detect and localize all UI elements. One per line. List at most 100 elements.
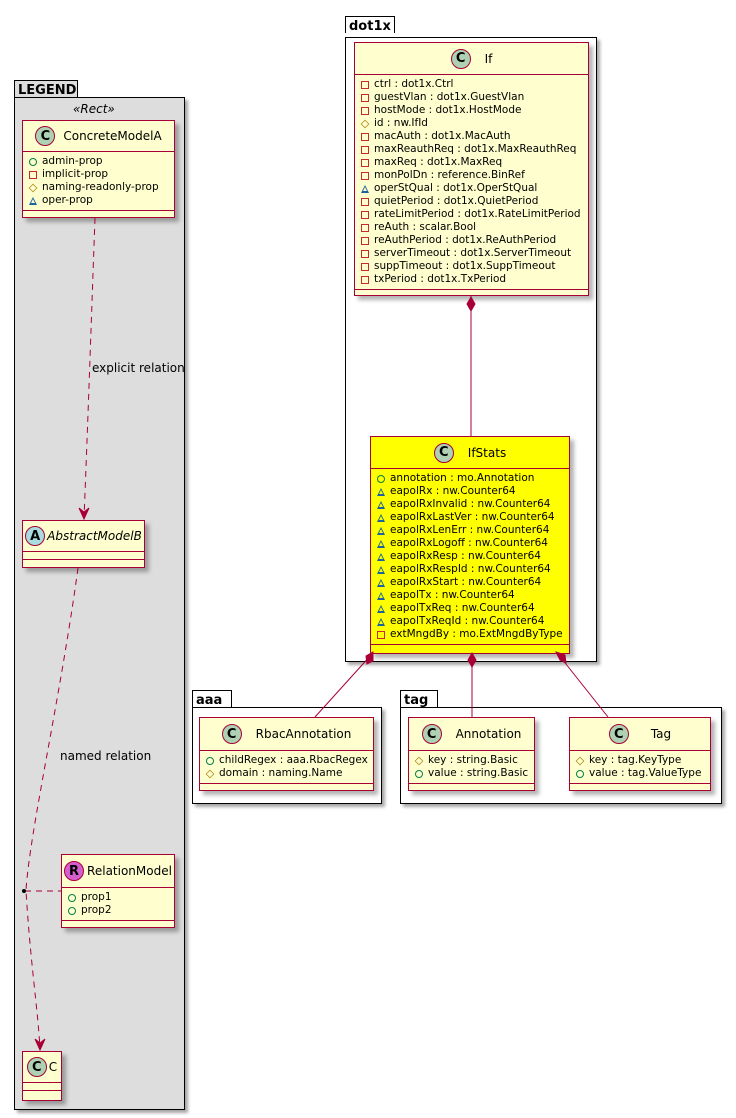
tag-package-tab: tag [400, 690, 438, 708]
attribute-list [23, 1083, 61, 1091]
attribute-text: value : tag.ValueType [589, 767, 702, 779]
class-c-icon: C [608, 724, 629, 744]
private-visibility-icon [361, 236, 369, 245]
attribute-row: reAuthPeriod : dot1x.ReAuthPeriod [361, 234, 582, 247]
private-visibility-icon [377, 630, 385, 639]
attribute-text: extMngdBy : mo.ExtMngdByType [390, 628, 563, 640]
class-header: R RelationModel [62, 855, 174, 888]
private-visibility-icon [361, 93, 369, 102]
private-visibility-icon [361, 262, 369, 271]
package-visibility-icon [377, 539, 385, 548]
package-visibility-icon [377, 578, 385, 587]
class-c-icon: C [26, 1057, 47, 1077]
attribute-row: eapolRxLogoff : nw.Counter64 [377, 537, 563, 550]
class-c[interactable]: C C [22, 1051, 62, 1101]
attribute-row: prop2 [68, 904, 168, 917]
public-visibility-icon [576, 769, 584, 778]
class-name: RelationModel [87, 864, 172, 878]
class-rbac-annotation[interactable]: C RbacAnnotation childRegex : aaa.RbacRe… [199, 717, 374, 791]
attribute-text: eapolTx : nw.Counter64 [390, 589, 515, 601]
class-header: C Annotation [409, 718, 534, 751]
attribute-list [23, 552, 144, 560]
operation-list [570, 784, 710, 792]
private-visibility-icon [361, 197, 369, 206]
attribute-row: maxReq : dot1x.MaxReq [361, 156, 582, 169]
private-visibility-icon [361, 275, 369, 284]
class-header: C If [355, 43, 588, 75]
attribute-text: txPeriod : dot1x.TxPeriod [374, 273, 507, 285]
attribute-text: quietPeriod : dot1x.QuietPeriod [374, 195, 539, 207]
package-visibility-icon [377, 526, 385, 535]
private-visibility-icon [361, 158, 369, 167]
attribute-text: serverTimeout : dot1x.ServerTimeout [374, 247, 572, 259]
attribute-text: maxReq : dot1x.MaxReq [374, 156, 503, 168]
attribute-text: key : tag.KeyType [589, 754, 682, 766]
private-visibility-icon [361, 210, 369, 219]
public-visibility-icon [29, 157, 37, 166]
class-header: A AbstractModelB [23, 521, 144, 552]
attribute-row: extMngdBy : mo.ExtMngdByType [377, 628, 563, 641]
attribute-row: eapolTxReqId : nw.Counter64 [377, 615, 563, 628]
attribute-row: childRegex : aaa.RbacRegex [206, 754, 368, 767]
attribute-text: suppTimeout : dot1x.SuppTimeout [374, 260, 556, 272]
operation-list [62, 921, 174, 929]
class-c-icon: C [421, 724, 442, 744]
private-visibility-icon [361, 171, 369, 180]
attribute-text: reAuth : scalar.Bool [374, 221, 477, 233]
private-visibility-icon [361, 132, 369, 141]
protected-visibility-icon [205, 769, 215, 778]
class-name: AbstractModelB [47, 529, 142, 543]
package-visibility-icon [377, 552, 385, 561]
attribute-row: txPeriod : dot1x.TxPeriod [361, 273, 582, 286]
class-header: C Tag [570, 718, 710, 751]
attribute-row: hostMode : dot1x.HostMode [361, 104, 582, 117]
attribute-row: eapolRxLenErr : nw.Counter64 [377, 524, 563, 537]
class-name: Tag [650, 727, 672, 741]
attribute-text: eapolRxLenErr : nw.Counter64 [390, 524, 550, 536]
private-visibility-icon [361, 249, 369, 258]
attribute-text: childRegex : aaa.RbacRegex [219, 754, 368, 766]
attribute-text: eapolTxReq : nw.Counter64 [390, 602, 535, 614]
public-visibility-icon [206, 756, 214, 765]
operation-list [409, 784, 534, 792]
attribute-text: operStQual : dot1x.OperStQual [374, 182, 538, 194]
private-visibility-icon [29, 170, 37, 179]
attribute-row: eapolTxReq : nw.Counter64 [377, 602, 563, 615]
protected-visibility-icon [28, 183, 38, 192]
protected-visibility-icon [414, 756, 424, 765]
attribute-row: guestVlan : dot1x.GuestVlan [361, 91, 582, 104]
attribute-text: eapolRxStart : nw.Counter64 [390, 576, 542, 588]
attribute-text: implicit-prop [42, 168, 109, 180]
private-visibility-icon [361, 80, 369, 89]
attribute-text: eapolRxResp : nw.Counter64 [390, 550, 541, 562]
class-c-icon: C [221, 724, 242, 744]
abstract-a-icon: A [25, 526, 46, 546]
attribute-row: eapolRx : nw.Counter64 [377, 485, 563, 498]
attribute-row: id : nw.IfId [360, 117, 582, 130]
attribute-text: hostMode : dot1x.HostMode [374, 104, 522, 116]
class-name: If [484, 51, 493, 66]
attribute-text: eapolRxInvalid : nw.Counter64 [390, 498, 551, 510]
attribute-row: oper-prop [29, 194, 168, 207]
attribute-row: annotation : mo.Annotation [377, 472, 563, 485]
public-visibility-icon [68, 893, 76, 902]
relation-r-icon: R [64, 861, 85, 881]
abstract-model-b[interactable]: A AbstractModelB [22, 520, 145, 568]
legend-stereotype: «Rect» [73, 102, 115, 116]
attribute-row: reAuth : scalar.Bool [361, 221, 582, 234]
class-header: C C [23, 1052, 61, 1083]
operation-list [355, 290, 588, 298]
attribute-text: value : string.Basic [428, 767, 529, 779]
class-c-icon: C [433, 442, 454, 463]
